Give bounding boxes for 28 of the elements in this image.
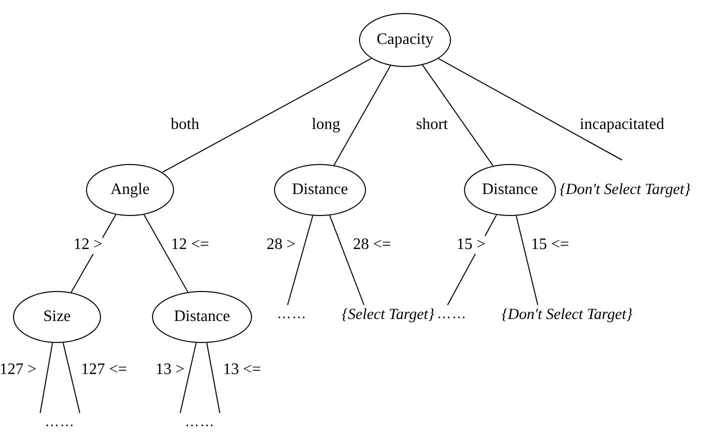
- leaf-label: {Don't Select Target}: [494, 305, 640, 325]
- branch-line: [206, 342, 220, 414]
- branch-line: [516, 215, 538, 306]
- branch-line: [143, 214, 188, 293]
- ellipsis-mark: ……: [270, 305, 314, 325]
- branch-line: [162, 58, 372, 173]
- branch-line: [287, 215, 314, 306]
- branch-line: [329, 214, 364, 306]
- branch-line: [180, 342, 197, 414]
- ellipsis-mark: ……: [178, 413, 222, 433]
- leaf-label: {Select Target}: [340, 305, 436, 325]
- node-label: Size: [43, 308, 71, 326]
- leaf-label: {Don't Select Target}: [552, 180, 698, 200]
- node-label: Capacity: [376, 31, 434, 49]
- edge-label: long: [312, 116, 340, 134]
- branch-line: [422, 64, 494, 166]
- edge-label: 12 >: [73, 236, 103, 254]
- node-label: Distance: [292, 181, 348, 199]
- edge-label: 15 >: [456, 236, 486, 254]
- ellipsis-mark: ……: [38, 413, 82, 433]
- branch-line: [62, 342, 80, 414]
- node-label: Distance: [174, 308, 230, 326]
- edge-label: incapacitated: [580, 116, 664, 134]
- branch-line: [438, 58, 622, 160]
- node-label: Distance: [482, 181, 538, 199]
- node-label: Angle: [110, 181, 150, 199]
- branch-line: [334, 65, 391, 166]
- branch-line: [40, 342, 53, 414]
